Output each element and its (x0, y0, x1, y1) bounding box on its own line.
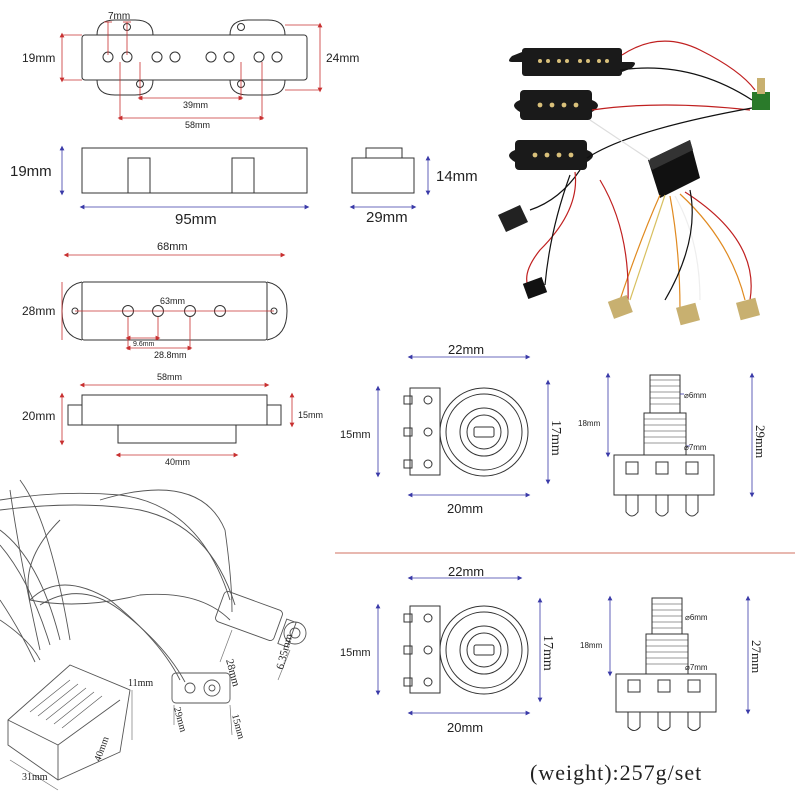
pot2-left-height-label: 15mm (340, 647, 371, 659)
pot2-shaft-dia-label: ⌀6mm (685, 613, 708, 622)
pot1-shaft-dia-label: ⌀6mm (684, 391, 707, 400)
p-side-height-label: 20mm (22, 409, 55, 423)
jazz-end-height-label: 14mm (436, 168, 478, 185)
pot1-front-view (403, 387, 529, 477)
pot1-shaft-height-label: 18mm (578, 419, 601, 428)
pot2-right-height-label: 17mm (540, 635, 555, 671)
weight-label: (weight):257g/set (530, 760, 703, 785)
pot2-front-view (403, 605, 529, 695)
jazz-side-length-label: 95mm (175, 211, 217, 228)
p-span-label: 63mm (160, 296, 185, 306)
pot2-total-height-label: 27mm (749, 640, 764, 673)
jazz-pole-spacing-label: 7mm (108, 11, 130, 22)
preamp-width-label: 31mm (22, 772, 48, 783)
p-side-inner-height-label: 15mm (298, 410, 323, 420)
preamp-height-label: 11mm (128, 678, 153, 689)
pot1-bottom-width-label: 20mm (447, 501, 483, 516)
jazz-inner-spacing-label: 39mm (183, 100, 208, 110)
p-pickup-side-view (67, 394, 282, 444)
pot1-left-height-label: 15mm (340, 429, 371, 441)
pot2-top-width-label: 22mm (448, 564, 484, 579)
pot1-side-view (613, 374, 715, 517)
jazz-top-width-label: 19mm (22, 51, 55, 65)
jazz-pickup-end-view (351, 147, 415, 194)
p-height-label: 28mm (22, 304, 55, 318)
preamp-jack-battery-sketch (0, 479, 307, 781)
jazz-top-height-label: 24mm (326, 51, 359, 65)
jazz-end-width-label: 29mm (366, 209, 408, 226)
p-overall-label: 68mm (157, 241, 188, 253)
harness-photo (498, 40, 770, 326)
pot1-bush-dia-label: ⌀7mm (684, 443, 707, 452)
jazz-pickup-top-view (81, 19, 308, 96)
pot1-right-height-label: 17mm (548, 420, 563, 456)
jack-diameter-label: 6.35mm (274, 632, 295, 671)
pot1-top-width-label: 22mm (448, 342, 484, 357)
jazz-side-height-label: 19mm (10, 163, 52, 180)
p-pole-label: 9.6mm (133, 341, 155, 348)
jazz-outer-spacing-label: 58mm (185, 120, 210, 130)
pot2-bush-dia-label: ⌀7mm (685, 663, 708, 672)
p-side-length-label: 58mm (157, 372, 182, 382)
pot2-bottom-width-label: 20mm (447, 720, 483, 735)
pot2-shaft-height-label: 18mm (580, 641, 603, 650)
p-side-base-label: 40mm (165, 457, 190, 467)
pot1-total-height-label: 29mm (753, 425, 768, 458)
pot2-side-view (615, 597, 717, 731)
p-pair-label: 28.8mm (154, 350, 187, 360)
jazz-pickup-side-view (81, 147, 308, 194)
preamp-depth-label: 40mm (92, 735, 111, 763)
